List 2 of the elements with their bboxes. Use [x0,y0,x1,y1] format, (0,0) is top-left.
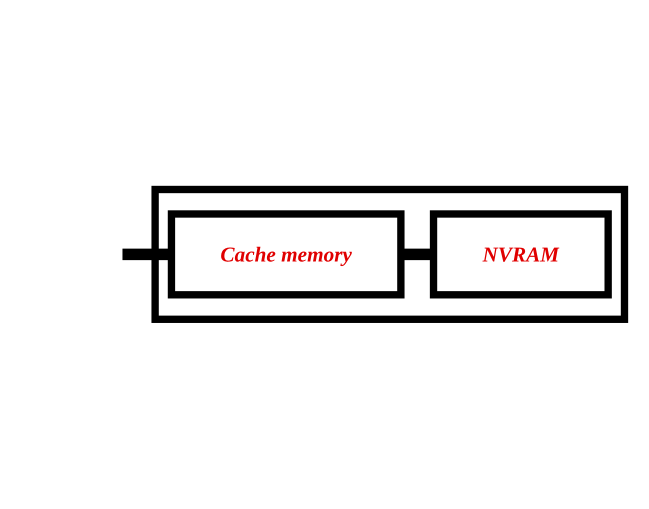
cluster [151,186,628,324]
node-box: Cache memory [168,210,405,299]
